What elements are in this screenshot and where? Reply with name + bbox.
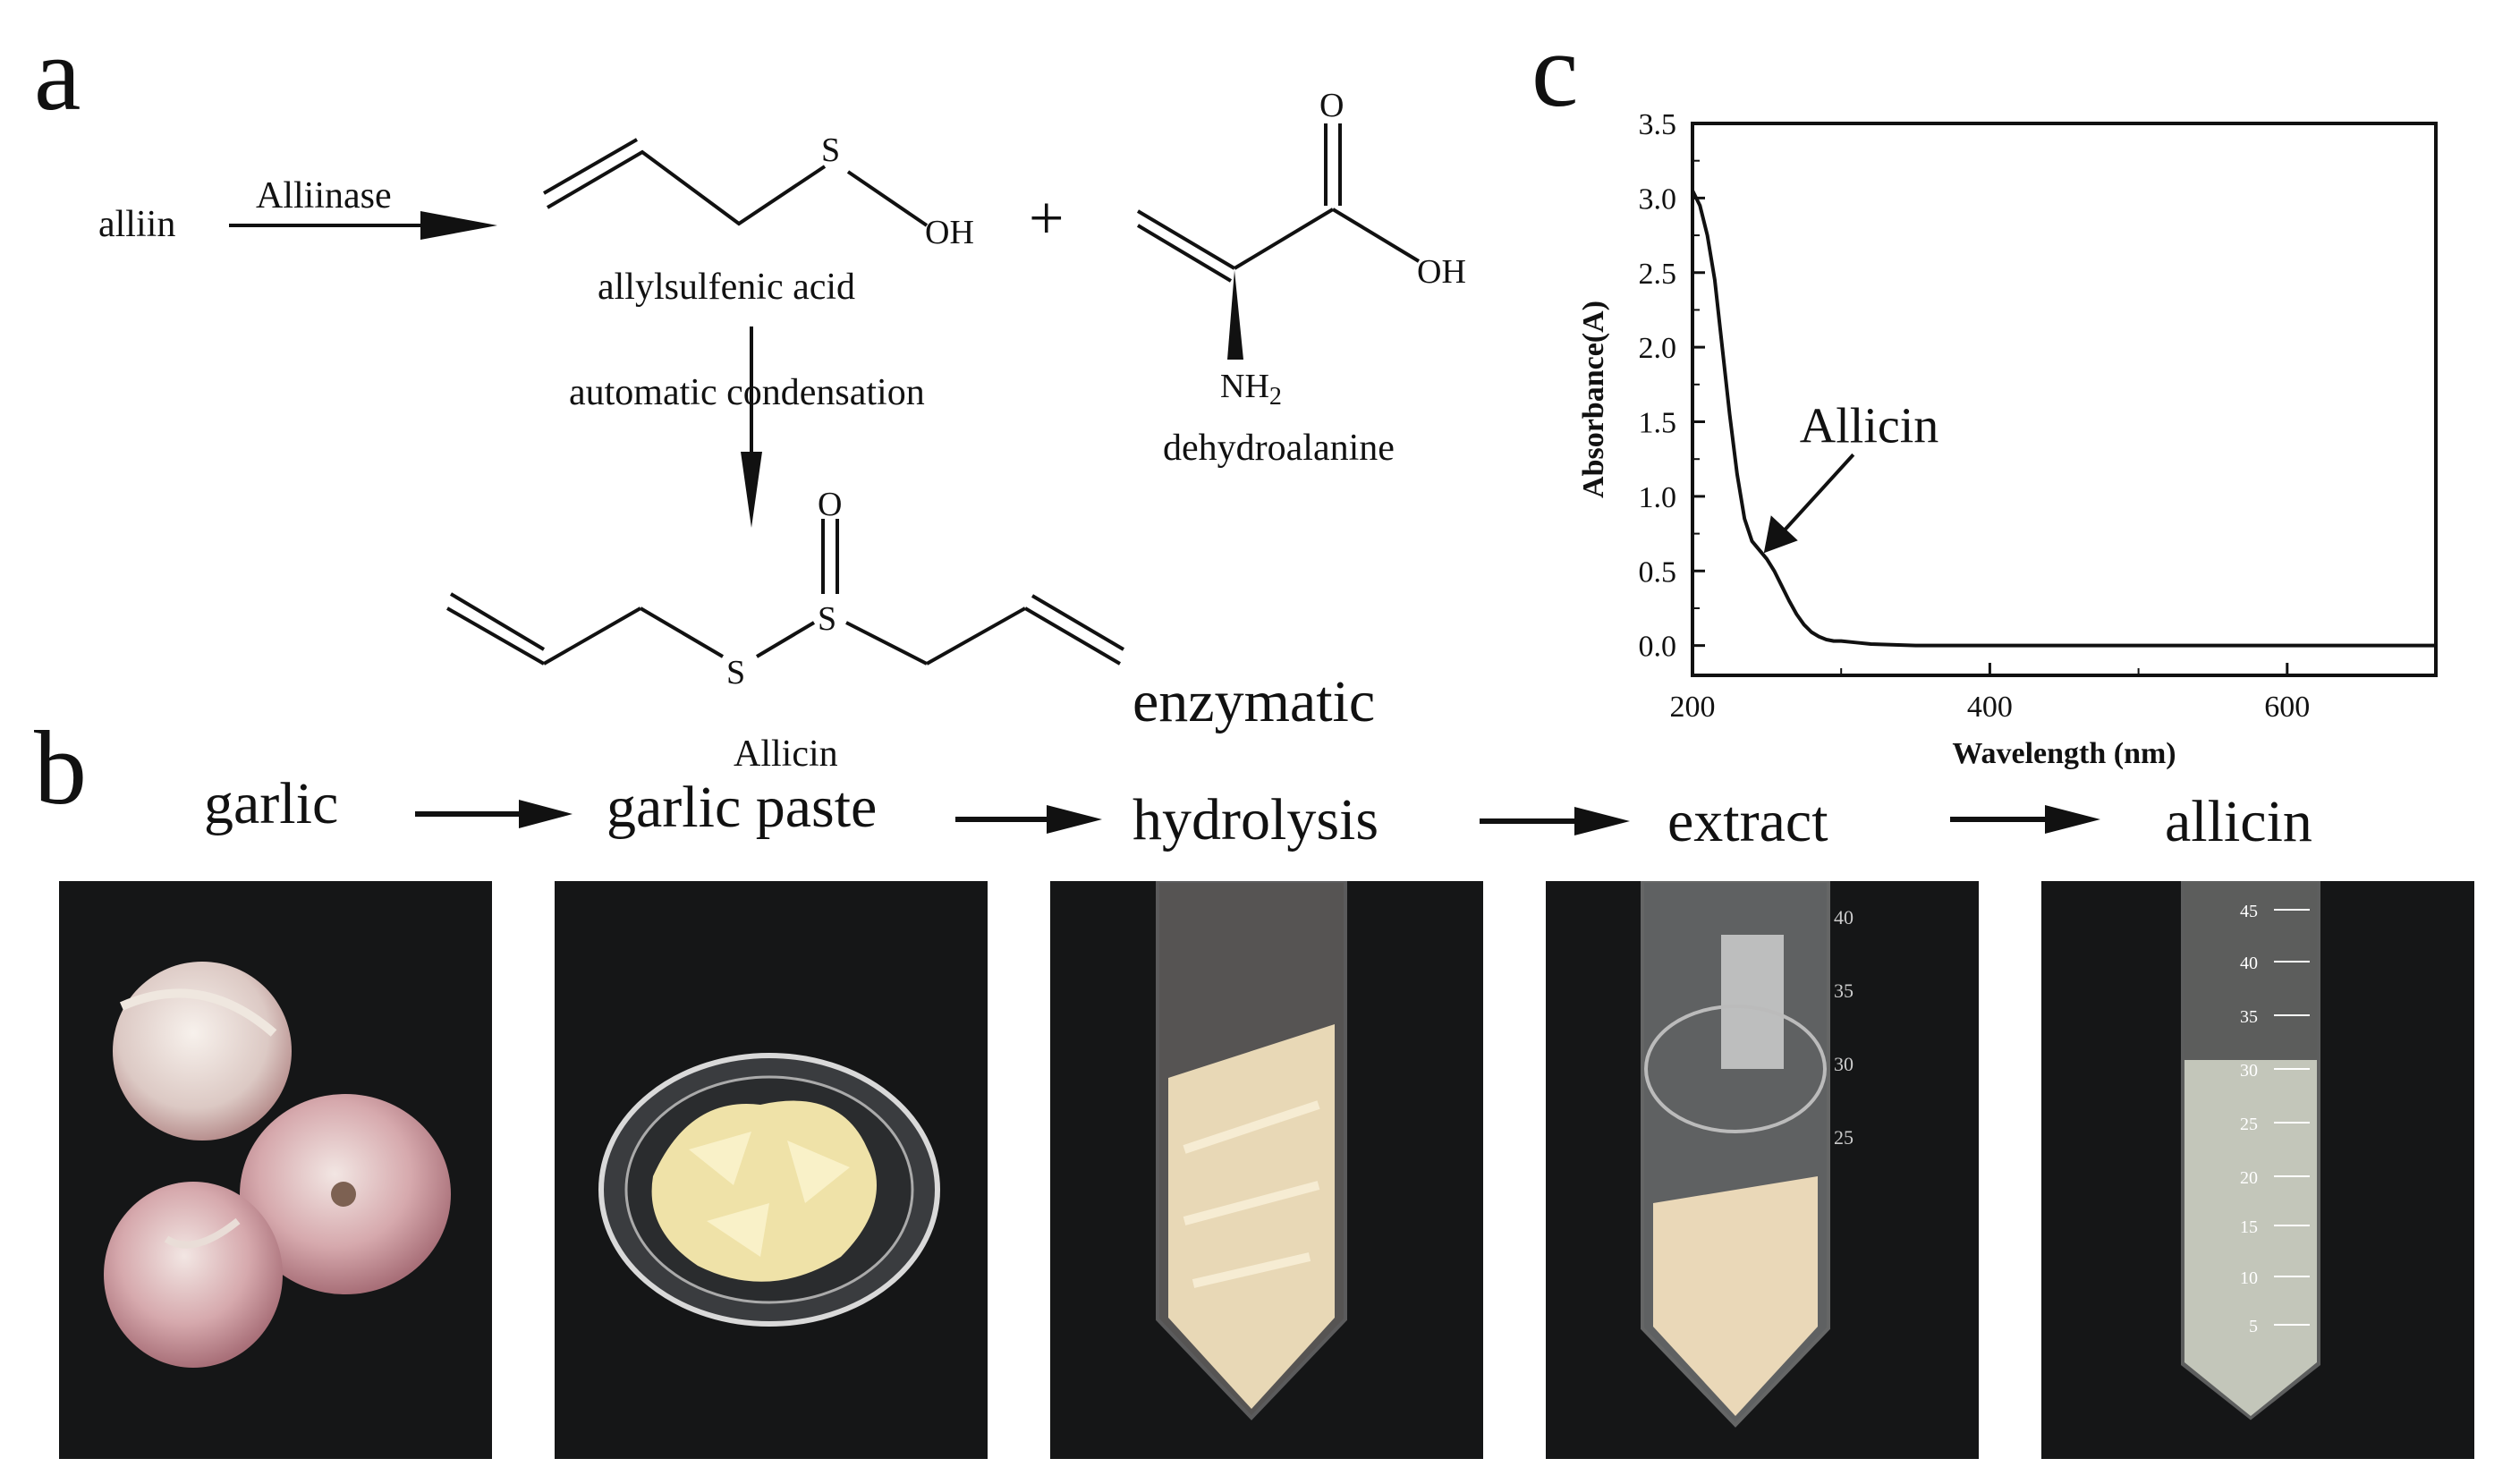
absorbance-chart: 0.0 0.5 1.0 1.5 2.0 2.5 3.0 3.5 200 400 600Wavelen… — [1577, 108, 2438, 770]
allicin-vinyl-left — [446, 606, 545, 666]
garlic-bulb-bottom — [104, 1182, 283, 1368]
product-dehydroalanine: dehydroalanine — [1163, 428, 1395, 469]
y-tick-label: 0.5 — [1639, 555, 1677, 589]
allicin-structure-name: Allicin — [734, 734, 838, 775]
photo-garlic-paste — [555, 881, 988, 1459]
reaction-scheme-svg: S OH O OH NH2 S S O — [229, 87, 1466, 691]
allylsulfenic-acid-chain — [546, 149, 827, 226]
s-oh-bond — [846, 170, 929, 227]
svg-text:35: 35 — [2240, 1007, 2258, 1027]
allylsulfenic-double-bond — [543, 138, 638, 195]
atom-oh-acid: OH — [1417, 253, 1466, 291]
garlic-bulb-top — [113, 962, 292, 1141]
atom-nh2: NH2 — [1220, 368, 1282, 411]
photo-allicin: 45 40 35 30 25 20 15 10 5 — [2041, 881, 2474, 1459]
y-axis-label: Absorbance(A) — [1577, 301, 1610, 498]
photo-enzymatic-hydrolysis — [1050, 881, 1483, 1459]
enzyme-label: Alliinase — [256, 175, 392, 216]
plot-frame — [1691, 122, 2438, 677]
step-allicin: allicin — [2165, 789, 2312, 854]
svg-text:40: 40 — [2240, 954, 2258, 973]
svg-text:35: 35 — [1834, 979, 1854, 1002]
step-enzymatic: enzymatic — [1132, 669, 1376, 734]
allicin-solution — [2184, 1060, 2317, 1416]
allicin-tube-graduations — [2274, 909, 2310, 1326]
y-tick-label: 2.5 — [1639, 258, 1677, 291]
svg-text:30: 30 — [2240, 1061, 2258, 1081]
svg-text:25: 25 — [2240, 1115, 2258, 1134]
step-garlic-paste: garlic paste — [607, 775, 878, 840]
condensation-arrowhead — [741, 452, 762, 528]
garlic-bulbs-illustration — [104, 962, 451, 1368]
panel-label-c: c — [1531, 12, 1579, 129]
svg-text:10: 10 — [2240, 1268, 2258, 1288]
step-hydrolysis: hydrolysis — [1132, 787, 1379, 852]
allicin-tube-scale: 45 40 35 30 25 20 15 10 5 — [2240, 902, 2258, 1336]
workflow-arrow-4 — [2045, 805, 2100, 834]
y-tick-label: 1.5 — [1639, 407, 1677, 440]
atom-s-sulfenic: S — [821, 131, 840, 169]
condensation-label: automatic condensation — [569, 372, 925, 413]
atom-o-carbonyl: O — [1319, 87, 1344, 124]
step-extract: extract — [1667, 789, 1828, 854]
dehydroalanine-vinyl — [1136, 209, 1236, 270]
annotation-arrowhead — [1763, 515, 1798, 554]
absorbance-curve — [1691, 190, 2436, 648]
x-tick-label: 200 — [1670, 691, 1716, 724]
annotation-arrow-shaft — [1778, 453, 1855, 537]
svg-text:15: 15 — [2240, 1217, 2258, 1237]
tube-hydrolysis-illustration — [1156, 881, 1347, 1420]
atom-o-sulfoxide: O — [818, 486, 842, 523]
x-axis-label: Wavelength (nm) — [1952, 737, 2176, 770]
product-allylsulfenic-acid: allylsulfenic acid — [598, 267, 856, 308]
tube-allicin-illustration: 45 40 35 30 25 20 15 10 5 — [2181, 881, 2320, 1420]
svg-text:20: 20 — [2240, 1168, 2258, 1188]
svg-text:45: 45 — [2240, 902, 2258, 921]
y-tick-label: 1.0 — [1639, 481, 1677, 514]
y-tick-label: 3.0 — [1639, 182, 1677, 216]
wedge-bond — [1227, 270, 1243, 360]
panel-label-a: a — [34, 15, 81, 132]
atom-s-sulfoxide: S — [818, 600, 836, 638]
garlic-paste-dish-illustration — [598, 1053, 940, 1327]
x-tick-label: 600 — [2264, 691, 2310, 724]
plus-sign: + — [1029, 184, 1065, 253]
step-garlic: garlic — [204, 771, 339, 836]
workflow-arrow-1 — [519, 800, 573, 828]
photo-extract: 40 35 30 25 — [1546, 881, 1979, 1459]
allicin-vinyl-right — [1023, 606, 1122, 666]
workflow-arrow-3 — [1574, 807, 1630, 835]
tube-contents — [1168, 1024, 1335, 1409]
svg-text:30: 30 — [1834, 1053, 1854, 1075]
extract-tube-scale: 40 35 30 25 — [1834, 906, 1854, 1149]
svg-text:25: 25 — [1834, 1126, 1854, 1149]
reaction-arrowhead — [420, 211, 497, 240]
x-tick-label: 400 — [1967, 691, 2013, 724]
photo-garlic — [59, 881, 492, 1459]
workflow-arrow-2 — [1047, 805, 1102, 834]
extract-contents — [1653, 1176, 1818, 1416]
tube-extract-illustration: 40 35 30 25 — [1641, 881, 1854, 1428]
workflow-arrows — [415, 800, 2100, 835]
atom-oh-sulfenic: OH — [925, 214, 974, 251]
substrate-alliin: alliin — [98, 204, 176, 245]
y-tick-label: 0.0 — [1639, 631, 1677, 664]
y-tick-label: 2.0 — [1639, 332, 1677, 365]
atom-s-thio: S — [726, 654, 745, 691]
annotation-allicin: Allicin — [1800, 398, 1939, 454]
y-tick-label: 3.5 — [1639, 108, 1677, 141]
svg-text:40: 40 — [1834, 906, 1854, 929]
svg-text:5: 5 — [2249, 1317, 2258, 1336]
panel-label-b: b — [34, 709, 87, 827]
